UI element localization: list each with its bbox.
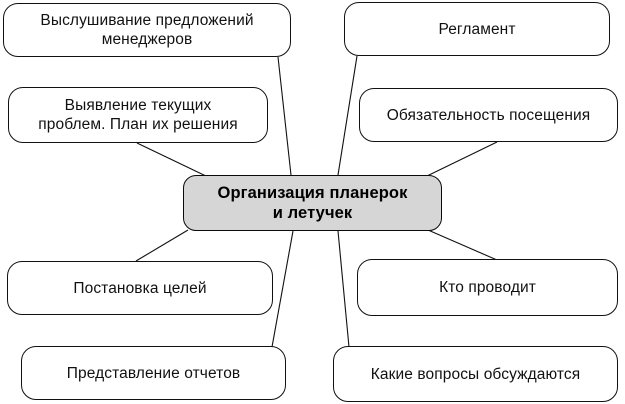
node-reports-label: Представление отчетов: [66, 364, 241, 382]
center-node-label: Организация планерок и летучек: [217, 184, 408, 222]
node-who-conducts: Кто проводит: [357, 259, 618, 316]
center-node: Организация планерок и летучек: [183, 175, 442, 231]
connector-center-goals: [135, 229, 189, 262]
connector-proposals-center: [277, 56, 292, 176]
node-questions-label: Какие вопросы обсуждаются: [370, 365, 581, 383]
connector-problems-center: [136, 142, 209, 178]
connector-attendance-center: [426, 141, 498, 177]
node-goals-label: Постановка целей: [73, 279, 207, 297]
node-questions: Какие вопросы обсуждаются: [333, 346, 618, 402]
node-reglament: Регламент: [344, 2, 610, 56]
node-problems-label: Выявление текущих проблем. План их решен…: [38, 97, 238, 133]
node-goals: Постановка целей: [7, 261, 273, 315]
connector-center-questions: [337, 230, 350, 348]
node-attendance-label: Обязательность посещения: [386, 106, 591, 124]
node-problems: Выявление текущих проблем. План их решен…: [8, 87, 268, 143]
connector-center-who: [427, 229, 498, 261]
node-proposals: Выслушивание предложений менеджеров: [3, 3, 291, 57]
node-reglament-label: Регламент: [438, 20, 516, 38]
node-who-conducts-label: Кто проводит: [439, 279, 536, 296]
node-reports: Представление отчетов: [21, 346, 286, 400]
node-attendance: Обязательность посещения: [359, 88, 618, 142]
connector-center-reports: [271, 230, 294, 348]
connector-reglament-center: [337, 55, 358, 176]
node-proposals-label: Выслушивание предложений менеджеров: [40, 12, 254, 48]
